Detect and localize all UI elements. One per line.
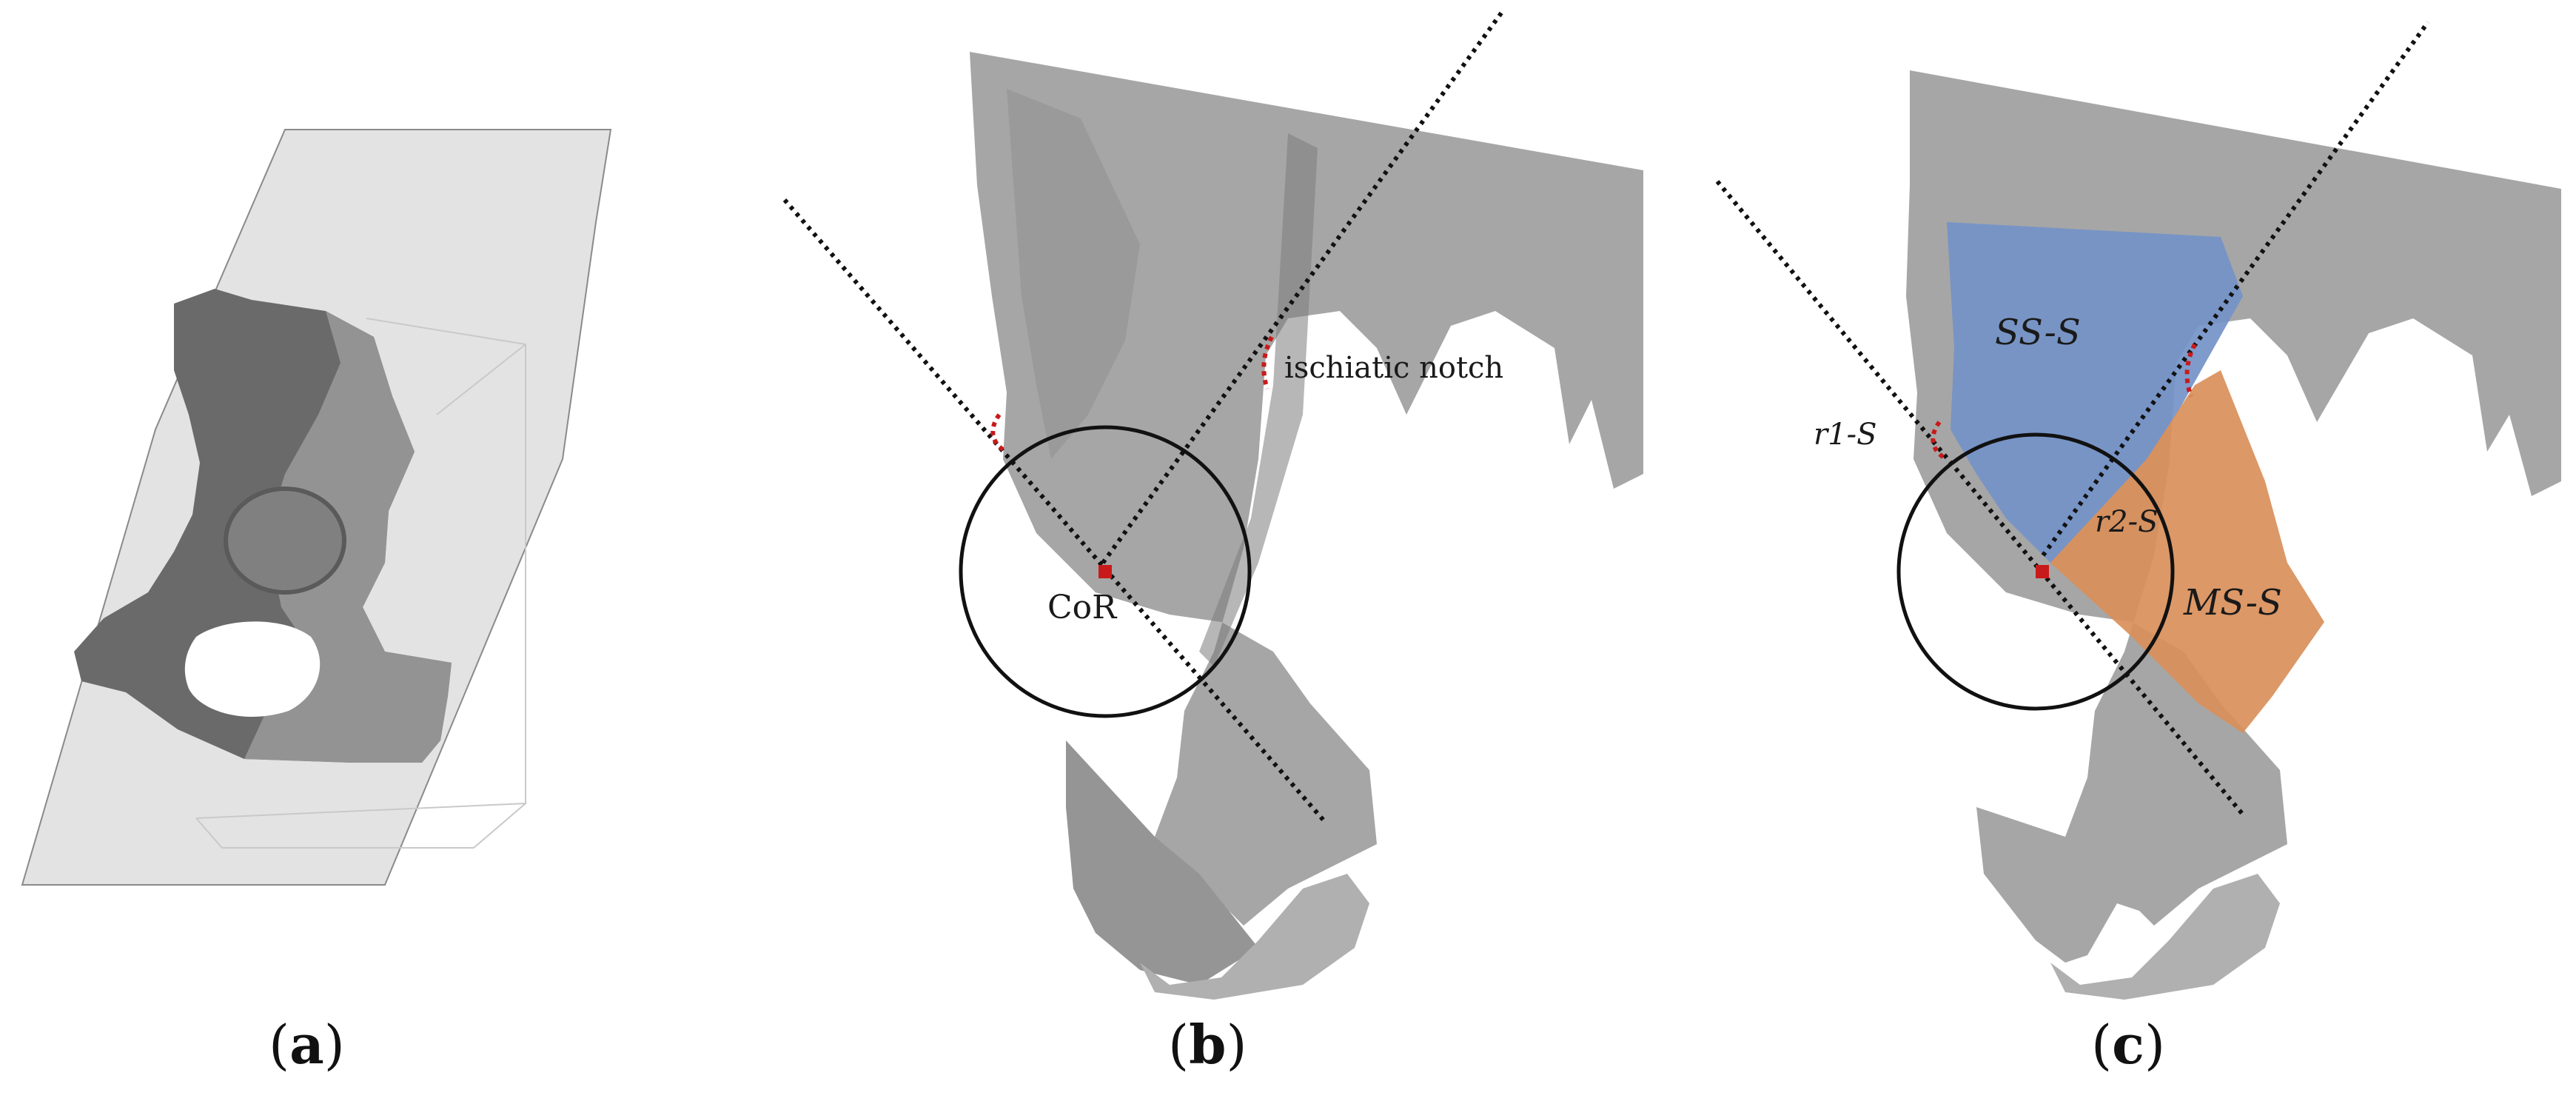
- caption-a: (a): [269, 1013, 345, 1076]
- line-r2: [2041, 21, 2430, 557]
- obturator-foramen: [184, 621, 321, 718]
- acetabulum: [224, 486, 346, 595]
- middle-sector: [2050, 370, 2324, 733]
- pelvis-section: [970, 52, 1643, 963]
- bounding-box: [195, 318, 526, 849]
- notch-marker-ischiatic: [2184, 343, 2197, 398]
- panel-c: SS-S MS-S r1-S r2-S (c): [1658, 0, 2576, 1107]
- acetabulum-circle: [959, 425, 1252, 718]
- line-r2: [1101, 10, 1505, 564]
- cor-point: [1099, 565, 1112, 578]
- ischium: [1066, 740, 1258, 985]
- bone-texture-band: [1007, 89, 1140, 459]
- cor-point: [2036, 565, 2049, 578]
- label-ss: SS-S: [1995, 312, 2081, 353]
- label-r2: r2-S: [2095, 505, 2159, 539]
- ischial-tuberosity: [1140, 874, 1369, 1000]
- pelvis-3d-view: [21, 129, 612, 886]
- ischial-tuberosity: [2050, 874, 2280, 1000]
- acetabulum-circle: [1896, 432, 2175, 711]
- caption-b-letter: b: [1189, 1013, 1227, 1076]
- line-r1: [1715, 180, 2245, 816]
- panel-a: (a): [0, 0, 740, 1107]
- notch-marker-anterior: [1931, 421, 1948, 461]
- notch-marker-anterior: [990, 413, 1008, 454]
- label-r1: r1-S: [1814, 418, 1877, 452]
- label-ms: MS-S: [2183, 582, 2282, 623]
- label-cor: CoR: [1047, 589, 1118, 626]
- panel-b: ischiatic notch CoR (b): [740, 0, 1658, 1107]
- caption-a-letter: a: [289, 1013, 324, 1076]
- caption-c-letter: c: [2112, 1013, 2144, 1076]
- section-view-c: SS-S MS-S r1-S r2-S: [1715, 21, 2561, 1000]
- superior-sector: [1947, 222, 2243, 563]
- line-r1: [782, 198, 1327, 823]
- section-view-b: ischiatic notch CoR: [782, 10, 1643, 1000]
- bone-texture-band-2: [1199, 133, 1318, 666]
- notch-marker-ischiatic: [1261, 335, 1274, 389]
- caption-c: (c): [2091, 1013, 2166, 1076]
- pelvis-bone-behind-plane: [244, 311, 452, 763]
- caption-b: (b): [1168, 1013, 1247, 1076]
- label-ischiatic-notch: ischiatic notch: [1284, 351, 1503, 385]
